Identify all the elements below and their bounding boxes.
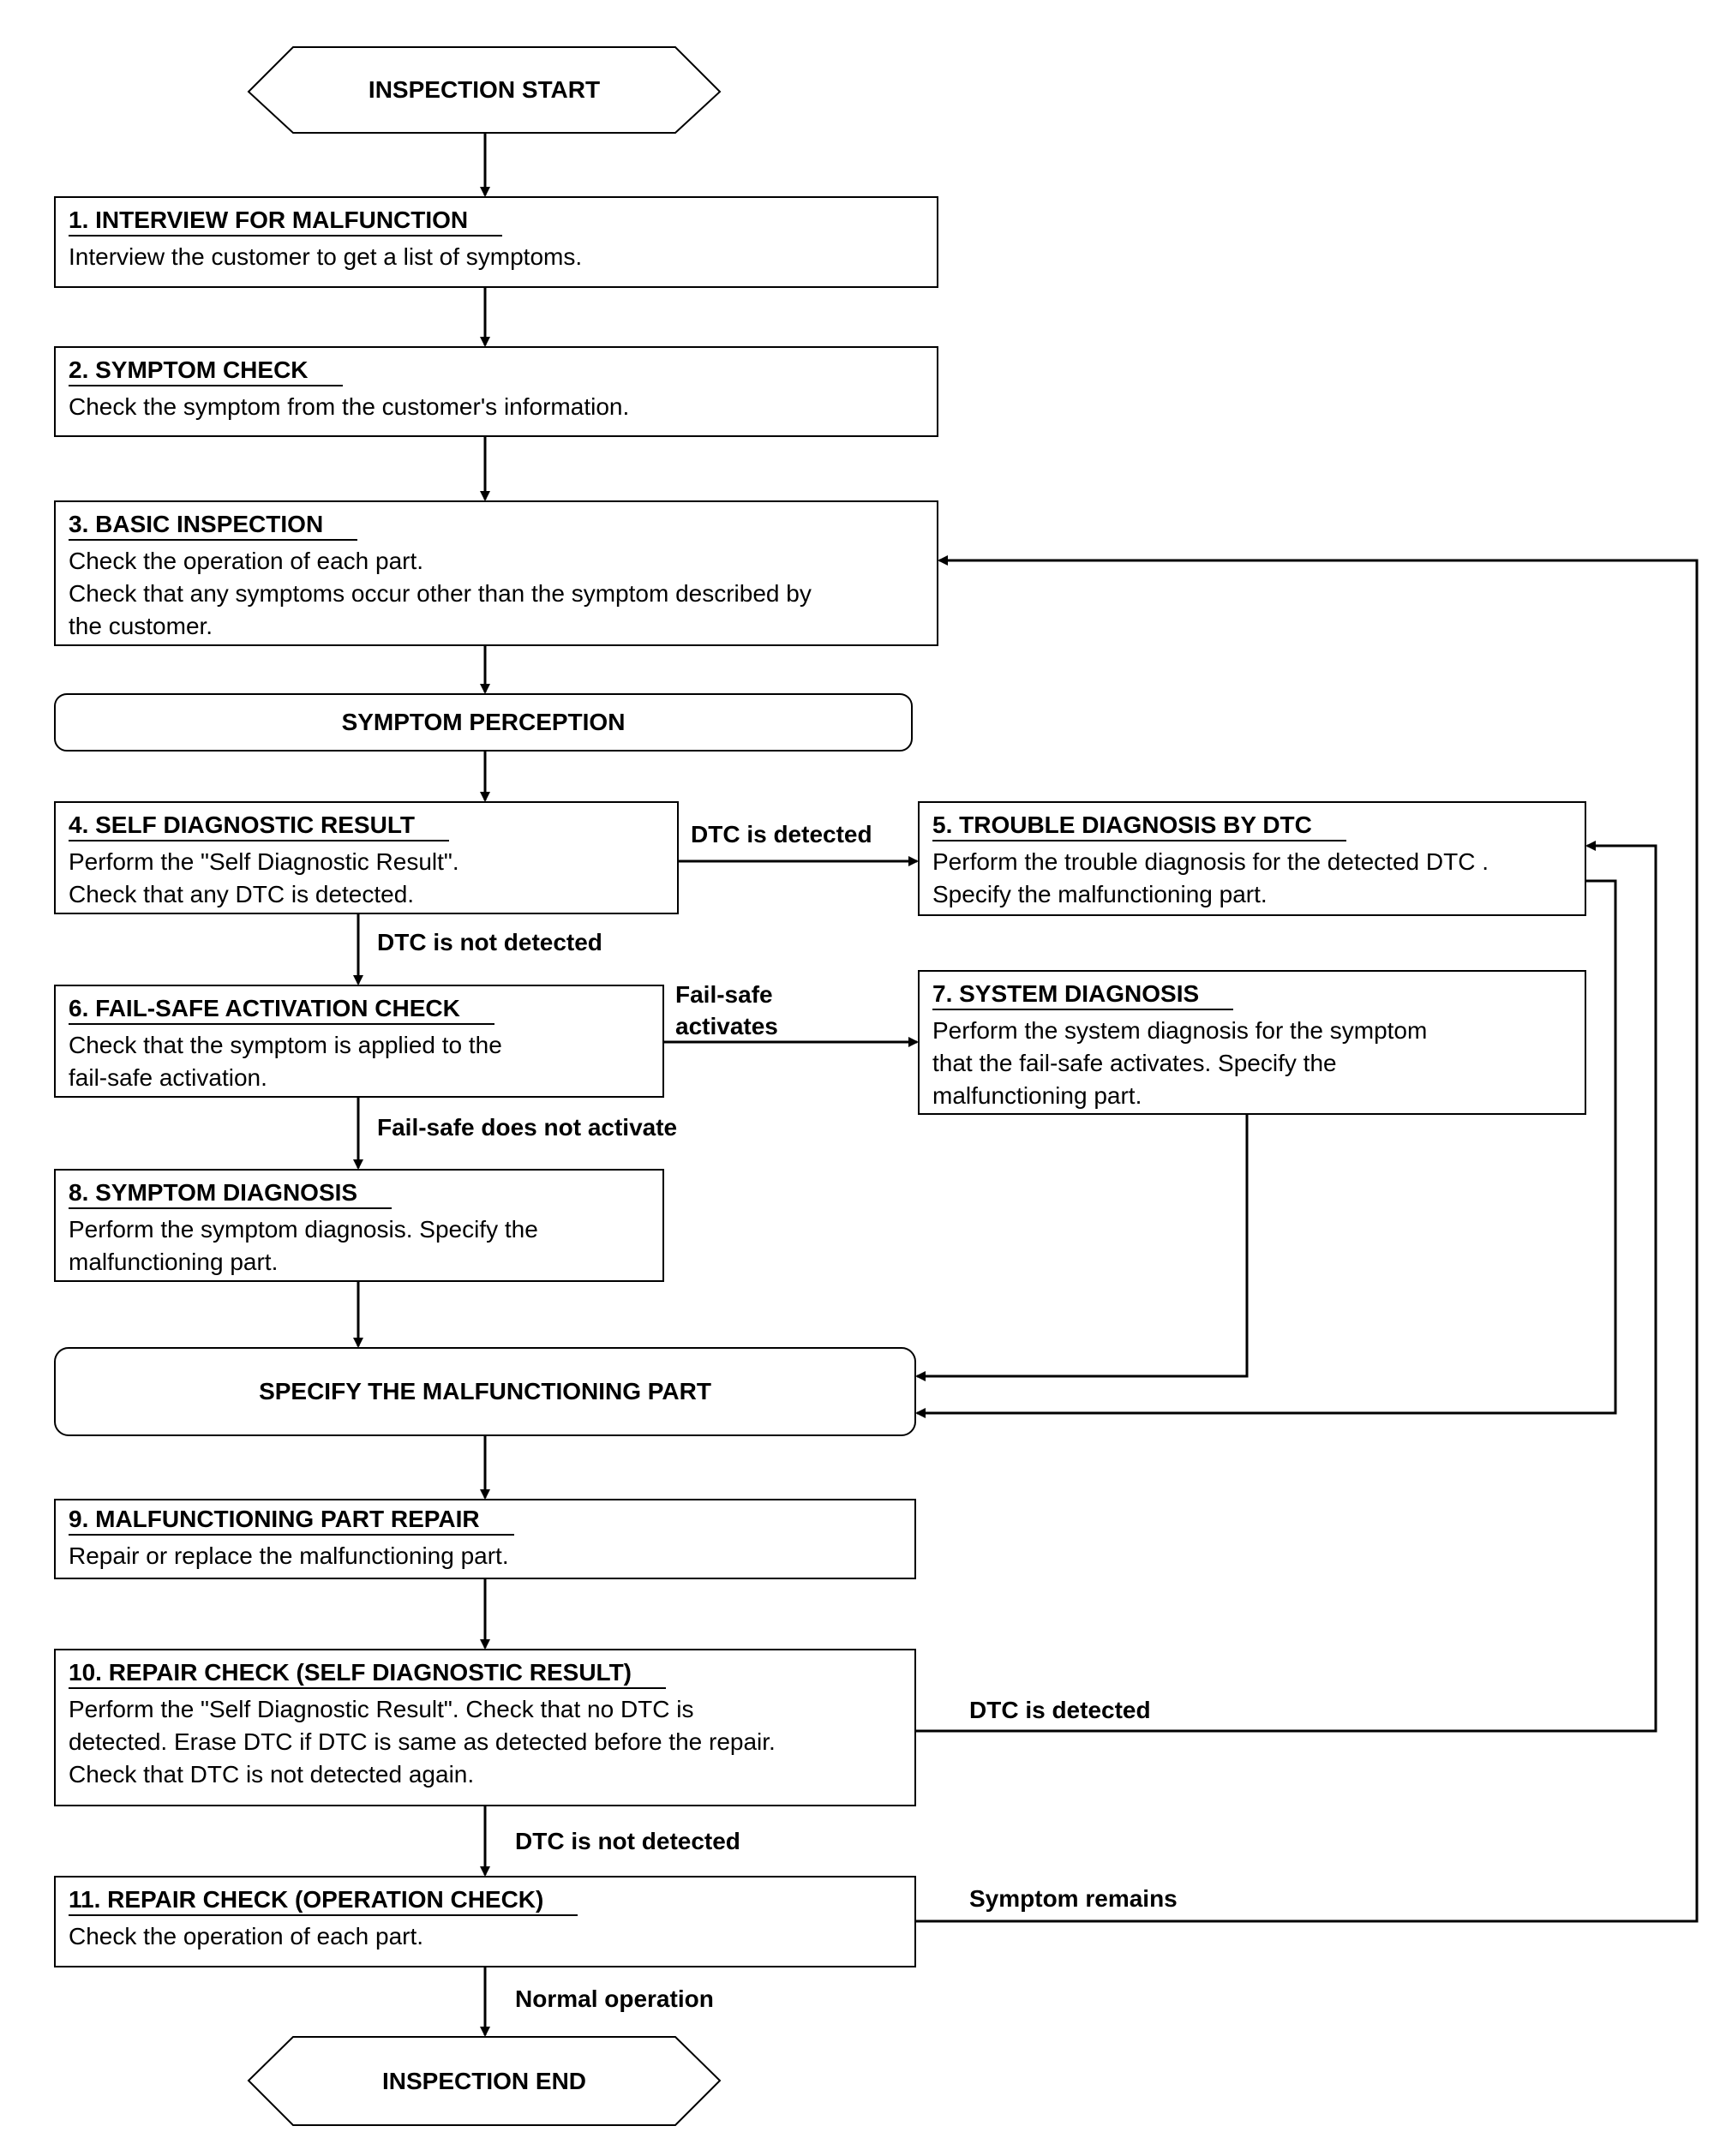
step-2-title: 2. SYMPTOM CHECK [69,356,343,386]
step-6-line-1: Check that the symptom is applied to the [69,1032,502,1058]
step-7-line-1: Perform the system diagnosis for the sym… [932,1017,1428,1044]
arrow-s11-to-s3 [915,555,1699,1923]
symptom-perception-box [54,693,913,752]
step-5-line-1: Perform the trouble diagnosis for the de… [932,848,1489,875]
step-1: 1. INTERVIEW FOR MALFUNCTION Interview t… [55,197,938,287]
step1-box [54,196,938,288]
end-terminal-shape [247,2036,722,2126]
step-3: 3. BASIC INSPECTION Check the operation … [55,501,938,645]
arrow-s5-to-specify [915,879,1617,1418]
step-1-title: 1. INTERVIEW FOR MALFUNCTION [69,206,503,237]
step-2-line-1: Check the symptom from the customer's in… [69,393,630,420]
step-10-line-2: detected. Erase DTC if DTC is same as de… [69,1728,776,1755]
step-7-title: 7. SYSTEM DIAGNOSIS [932,979,1234,1010]
step-2: 2. SYMPTOM CHECK Check the symptom from … [55,347,938,436]
step-9-title: 9. MALFUNCTIONING PART REPAIR [69,1505,514,1536]
step-8-line-2: malfunctioning part. [69,1249,279,1275]
step-8-line-1: Perform the symptom diagnosis. Specify t… [69,1216,538,1243]
step-4-line-1: Perform the "Self Diagnostic Result". [69,848,459,875]
step-3-line-1: Check the operation of each part. [69,548,424,574]
step-7-line-2: that the fail-safe activates. Specify th… [932,1050,1337,1076]
step-10-title: 10. REPAIR CHECK (SELF DIAGNOSTIC RESULT… [69,1658,667,1689]
step-10-line-1: Perform the "Self Diagnostic Result". Ch… [69,1696,694,1722]
start-terminal-shape [247,46,722,134]
step-10: 10. REPAIR CHECK (SELF DIAGNOSTIC RESULT… [55,1650,915,1806]
edge-label-failsafe-activates-2: activates [675,1013,778,1039]
arrow-s10-to-s5 [915,841,1657,1733]
step-11-title: 11. REPAIR CHECK (OPERATION CHECK) [69,1885,578,1916]
step-11-line-1: Check the operation of each part. [69,1923,424,1949]
step-3-line-3: the customer. [69,613,213,639]
step5-box [918,801,1586,916]
edge-label-dtc-not-detected-repair: DTC is not detected [515,1828,740,1854]
step-3-line-2: Check that any symptoms occur other than… [69,580,812,607]
step-4-title: 4. SELF DIAGNOSTIC RESULT [69,811,449,841]
step-1-line-1: Interview the customer to get a list of … [69,243,583,270]
step-9: 9. MALFUNCTIONING PART REPAIR Repair or … [55,1500,915,1578]
step-11: 11. REPAIR CHECK (OPERATION CHECK) Check… [55,1877,915,1967]
step3-box [54,500,938,646]
edge-label-dtc-detected: DTC is detected [691,821,872,847]
step-5-line-2: Specify the malfunctioning part. [932,881,1268,907]
inspection-end: INSPECTION END [381,2067,587,2094]
specify-part-label: SPECIFY THE MALFUNCTIONING PART [259,1378,711,1404]
edge-label-dtc-not-detected: DTC is not detected [377,929,602,955]
step-6-line-2: fail-safe activation. [69,1064,267,1091]
step4-box [54,801,679,914]
step-4: 4. SELF DIAGNOSTIC RESULT Perform the "S… [55,802,678,913]
step-6: 6. FAIL-SAFE ACTIVATION CHECK Check that… [55,985,663,1097]
step-8: 8. SYMPTOM DIAGNOSIS Perform the symptom… [55,1170,663,1281]
step-7: 7. SYSTEM DIAGNOSIS Perform the system d… [919,971,1585,1114]
step-8-title: 8. SYMPTOM DIAGNOSIS [69,1178,393,1209]
step-9-line-1: Repair or replace the malfunctioning par… [69,1542,509,1569]
edge-label-dtc-detected-repair: DTC is detected [969,1697,1151,1723]
edge-label-normal-operation: Normal operation [515,1985,714,2012]
step-5-title: 5. TROUBLE DIAGNOSIS BY DTC [932,811,1346,841]
edge-label-failsafe-activates-1: Fail-safe [675,981,773,1008]
step-7-line-3: malfunctioning part. [932,1082,1142,1109]
step-5: 5. TROUBLE DIAGNOSIS BY DTC Perform the … [919,802,1585,915]
step-4-line-2: Check that any DTC is detected. [69,881,415,907]
symptom-perception-label: SYMPTOM PERCEPTION [341,709,626,735]
arrow-s7-to-specify [915,1114,1249,1381]
step-6-title: 6. FAIL-SAFE ACTIVATION CHECK [69,994,494,1025]
inspection-start: INSPECTION START [368,76,601,103]
edge-label-failsafe-not-activate: Fail-safe does not activate [377,1114,678,1141]
step-10-line-3: Check that DTC is not detected again. [69,1761,475,1788]
step7-box [918,970,1586,1115]
edge-label-symptom-remains: Symptom remains [969,1885,1178,1912]
step2-box [54,346,938,437]
step-3-title: 3. BASIC INSPECTION [69,510,358,541]
